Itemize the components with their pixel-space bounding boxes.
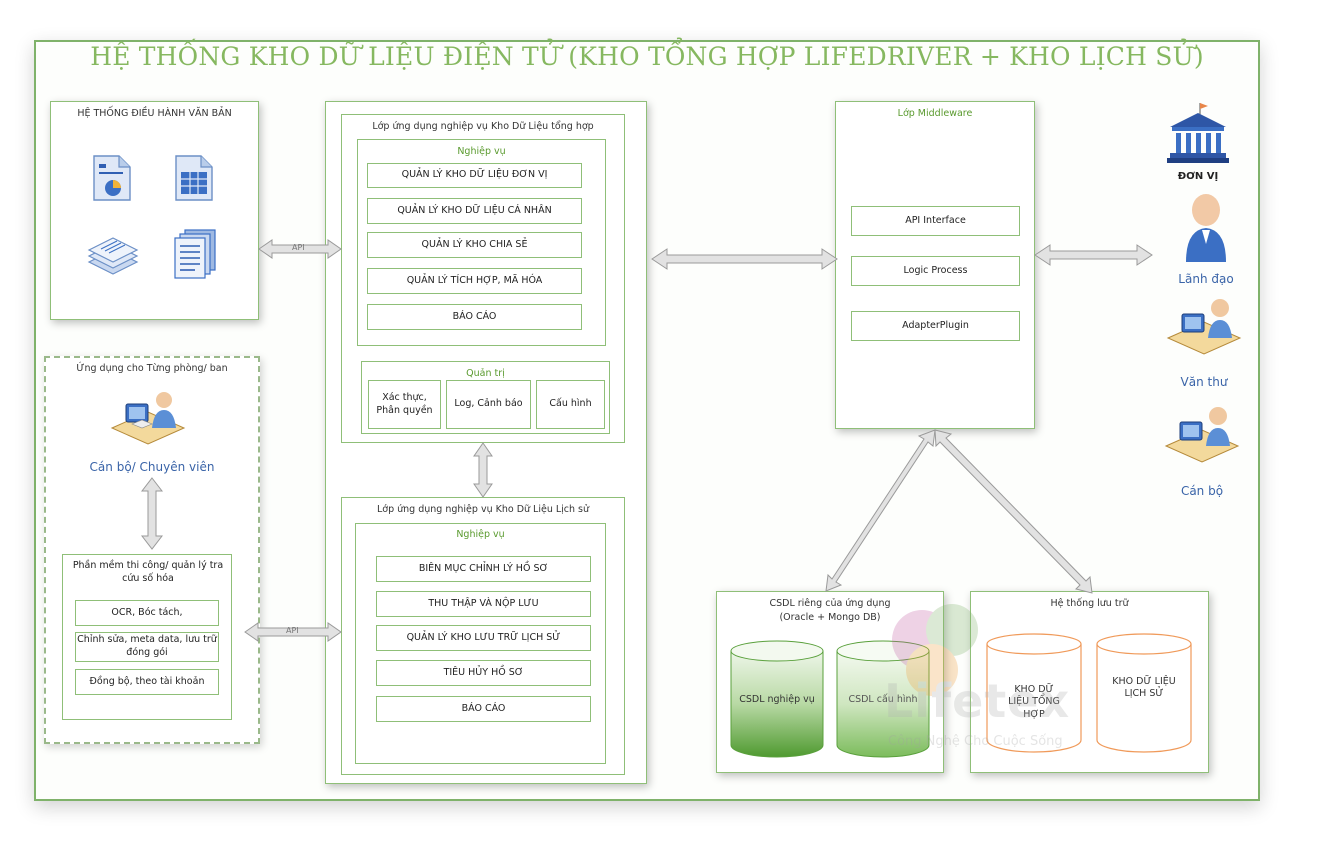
app-db-panel: CSDL riêng của ứng dụng (Oracle + Mongo … <box>716 591 944 773</box>
officer-label: Cán bộ/ Chuyên viên <box>89 460 215 474</box>
building-icon <box>1164 101 1232 165</box>
general-storage-cylinder: KHO DỮ LIỆU TỔNG HỢP <box>985 632 1083 754</box>
middleware-title: Lớp Middleware <box>897 108 973 119</box>
catalog-records-button[interactable]: BIÊN MỤC CHỈNH LÝ HỒ SƠ <box>376 556 591 582</box>
general-layer-panel: Lớp ứng dụng nghiệp vụ Kho Dữ Liệu tổng … <box>341 114 625 443</box>
middleware-actors-arrow <box>1034 244 1153 266</box>
middleware-panel: Lớp Middleware API Interface Logic Proce… <box>835 101 1035 429</box>
actor-staff: Cán bộ <box>1160 404 1244 500</box>
actor-leader: Lãnh đạo <box>1168 192 1244 290</box>
lifetex-watermark: Lifetex Công Nghệ Cho Cuộc Sống <box>862 600 1082 760</box>
layers-vertical-arrow <box>473 442 493 498</box>
storage-panel: Hệ thống lưu trữ KHO DỮ LIỆU TỔNG HỢP KH… <box>970 591 1209 773</box>
auth-permission-button[interactable]: Xác thực, Phân quyền <box>368 380 441 429</box>
software-item-sync[interactable]: Đồng bộ, theo tài khoản <box>75 669 219 695</box>
unit-storage-button[interactable]: QUẢN LÝ KHO DỮ LIỆU ĐƠN VỊ <box>367 163 582 188</box>
general-storage-label: KHO DỮ LIỆU TỔNG HỢP <box>1008 684 1060 720</box>
watermark-tagline: Công Nghệ Cho Cuộc Sống <box>888 734 1063 749</box>
watermark-blob-icon <box>892 604 978 696</box>
watermark-brand: Lifetex <box>884 674 1071 728</box>
destroy-records-button[interactable]: TIÊU HỦY HỒ SƠ <box>376 660 591 686</box>
app-db-title: CSDL riêng của ứng dụng <box>769 598 891 609</box>
integration-encryption-button[interactable]: QUẢN LÝ TÍCH HỢP, MÃ HÓA <box>367 268 582 294</box>
spreadsheet-icon <box>173 154 215 202</box>
api-interface-box[interactable]: API Interface <box>851 206 1020 236</box>
software-item-ocr[interactable]: OCR, Bóc tách, <box>75 600 219 626</box>
actor-staff-label: Cán bộ <box>1180 484 1224 498</box>
api-arrow-top <box>258 239 342 259</box>
history-business-group: Nghiệp vụ BIÊN MỤC CHỈNH LÝ HỒ SƠ THU TH… <box>355 523 606 764</box>
log-alert-button[interactable]: Log, Cảnh báo <box>446 380 531 429</box>
personal-storage-button[interactable]: QUẢN LÝ KHO DỮ LIỆU CÁ NHÂN <box>367 198 582 224</box>
workstation-user-icon <box>108 388 188 446</box>
business-db-cylinder: CSDL nghiệp vụ <box>729 639 825 759</box>
api-arrow-bottom <box>244 622 342 642</box>
dept-app-panel: Ứng dụng cho Từng phòng/ ban Cán bộ/ Chu… <box>44 356 260 744</box>
officer-software-arrow <box>140 477 164 550</box>
software-panel: Phần mềm thi công/ quản lý tra cứu số hó… <box>62 554 232 720</box>
leader-icon <box>1182 192 1230 264</box>
doc-system-panel: HỆ THỐNG ĐIỀU HÀNH VĂN BẢN <box>50 101 259 320</box>
business-db-label: CSDL nghiệp vụ <box>739 694 815 705</box>
admin-group: Quản trị Xác thực, Phân quyền Log, Cảnh … <box>361 361 610 434</box>
collect-submit-button[interactable]: THU THẬP VÀ NỘP LƯU <box>376 591 591 617</box>
config-db-cylinder: CSDL cấu hình <box>835 639 931 759</box>
history-layer-title: Lớp ứng dụng nghiệp vụ Kho Dữ Liệu Lịch … <box>376 504 590 515</box>
config-button[interactable]: Cấu hình <box>536 380 605 429</box>
report-icon <box>91 154 133 202</box>
actor-clerk: Văn thư <box>1162 296 1246 392</box>
history-business-title: Nghiệp vụ <box>456 529 505 540</box>
general-business-group: Nghiệp vụ QUẢN LÝ KHO DỮ LIỆU ĐƠN VỊ QUẢ… <box>357 139 606 346</box>
staff-icon <box>1162 404 1242 466</box>
middleware-db-arrow <box>825 429 936 592</box>
app-db-subtitle: (Oracle + Mongo DB) <box>779 612 881 623</box>
middleware-storage-arrow <box>934 429 1093 594</box>
adapter-plugin-box[interactable]: AdapterPlugin <box>851 311 1020 341</box>
actor-unit: ĐƠN VỊ <box>1160 101 1236 185</box>
admin-title: Quản trị <box>466 368 505 379</box>
api-label-top: API <box>292 243 305 252</box>
paper-stack-icon <box>87 234 139 278</box>
history-archive-button[interactable]: QUẢN LÝ KHO LƯU TRỮ LỊCH SỬ <box>376 625 591 651</box>
app-middleware-arrow <box>651 248 838 270</box>
history-report-button[interactable]: BÁO CÁO <box>376 696 591 722</box>
history-storage-label: KHO DỮ LIỆU LỊCH SỬ <box>1112 676 1176 700</box>
software-item-edit-metadata[interactable]: Chỉnh sửa, meta data, lưu trữ đóng gói <box>75 632 219 662</box>
api-label-bottom: API <box>286 626 299 635</box>
dept-app-title: Ứng dụng cho Từng phòng/ ban <box>76 363 228 374</box>
history-layer-panel: Lớp ứng dụng nghiệp vụ Kho Dữ Liệu Lịch … <box>341 497 625 775</box>
history-storage-cylinder: KHO DỮ LIỆU LỊCH SỬ <box>1095 632 1193 754</box>
config-db-label: CSDL cấu hình <box>848 694 918 705</box>
general-report-button[interactable]: BÁO CÁO <box>367 304 582 330</box>
storage-title: Hệ thống lưu trữ <box>1050 598 1129 609</box>
documents-icon <box>173 228 219 280</box>
actor-leader-label: Lãnh đạo <box>1178 272 1234 286</box>
actor-clerk-label: Văn thư <box>1180 375 1228 389</box>
shared-storage-button[interactable]: QUẢN LÝ KHO CHIA SẺ <box>367 232 582 258</box>
doc-system-title: HỆ THỐNG ĐIỀU HÀNH VĂN BẢN <box>77 108 232 119</box>
main-title: HỆ THỐNG KHO DỮ LIỆU ĐIỆN TỬ (KHO TỔNG H… <box>90 42 1204 71</box>
software-title: Phần mềm thi công/ quản lý tra cứu số hó… <box>72 560 224 584</box>
logic-process-box[interactable]: Logic Process <box>851 256 1020 286</box>
actor-unit-label: ĐƠN VỊ <box>1177 171 1219 182</box>
general-layer-title: Lớp ứng dụng nghiệp vụ Kho Dữ Liệu tổng … <box>372 121 594 132</box>
general-business-title: Nghiệp vụ <box>457 146 506 157</box>
clerk-icon <box>1164 296 1244 358</box>
